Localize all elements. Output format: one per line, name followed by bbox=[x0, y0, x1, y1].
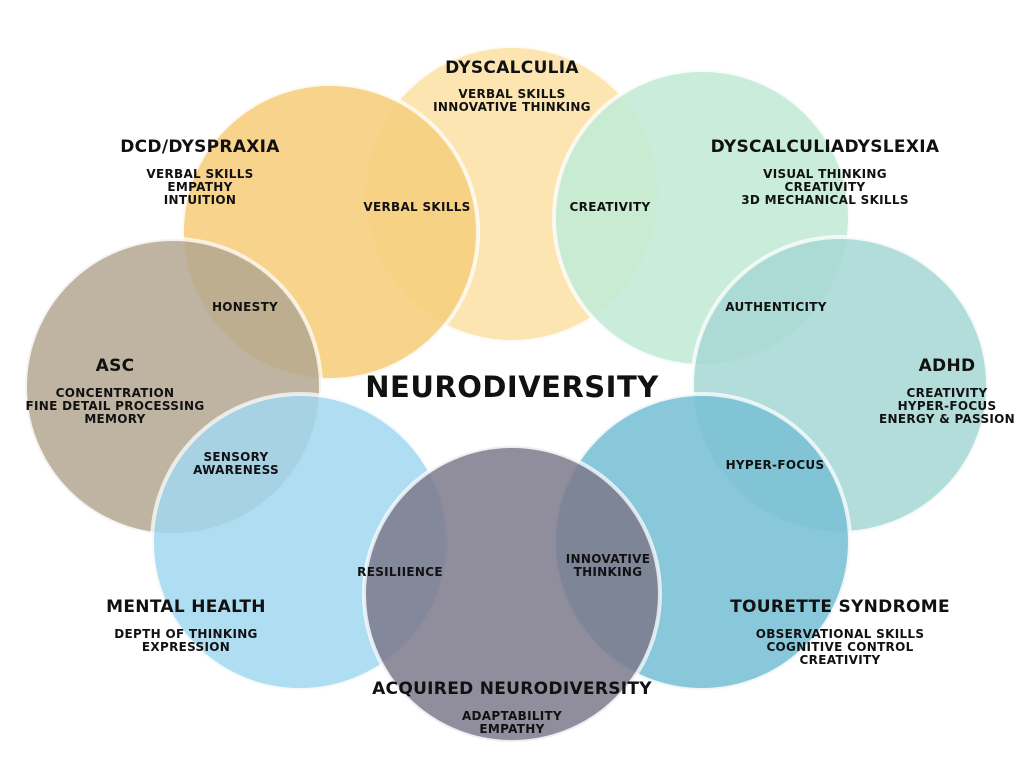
strength-item: EMPATHY bbox=[479, 722, 545, 736]
condition-name-dyslexia: DYSCALCULIADYSLEXIA bbox=[710, 137, 940, 157]
overlap-label-acquired-tourette: INNOVATIVE THINKING bbox=[565, 552, 651, 579]
overlap-label-dcd-dyscalculia: VERBAL SKILLS bbox=[363, 200, 471, 214]
condition-name-mental-health: MENTAL HEALTH bbox=[106, 597, 266, 617]
condition-name-tourette: TOURETTE SYNDROME bbox=[730, 597, 950, 617]
strength-item: MEMORY bbox=[84, 412, 146, 426]
strength-item: INTUITION bbox=[163, 193, 237, 207]
strength-item: OBSERVATIONAL SKILLS bbox=[755, 627, 925, 641]
circle-acquired bbox=[362, 444, 662, 744]
condition-strengths-mental-health: DEPTH OF THINKING EXPRESSION bbox=[114, 628, 257, 654]
overlap-label-mental-health-acquired: RESILIIENCE bbox=[357, 565, 443, 579]
condition-name-acquired: ACQUIRED NEURODIVERSITY bbox=[372, 679, 652, 699]
strength-item: CREATIVITY bbox=[784, 180, 866, 194]
condition-strengths-acquired: ADAPTABILITY EMPATHY bbox=[462, 710, 562, 736]
strength-item: CREATIVITY bbox=[906, 386, 988, 400]
strength-item: HYPER-FOCUS bbox=[897, 399, 997, 413]
condition-name-asc: ASC bbox=[95, 356, 135, 376]
strength-item: EMPATHY bbox=[167, 180, 233, 194]
condition-strengths-dyscalculia: VERBAL SKILLS INNOVATIVE THINKING bbox=[433, 88, 591, 114]
strength-item: CONCENTRATION bbox=[55, 386, 175, 400]
strength-item: COGNITIVE CONTROL bbox=[766, 640, 914, 654]
condition-name-dcd-dyspraxia: DCD/DYSPRAXIA bbox=[120, 137, 280, 157]
strength-item: VISUAL THINKING bbox=[763, 167, 887, 181]
condition-name-adhd: ADHD bbox=[918, 356, 976, 376]
strength-item: DEPTH OF THINKING bbox=[114, 627, 258, 641]
strength-item: ENERGY & PASSION bbox=[878, 412, 1016, 426]
overlap-label-adhd-tourette: HYPER-FOCUS bbox=[725, 458, 825, 472]
condition-name-dyscalculia: DYSCALCULIA bbox=[445, 58, 579, 78]
page-title: NEURODIVERSITY bbox=[365, 370, 659, 404]
overlap-label-asc-mental-health: SENSORY AWARENESS bbox=[193, 450, 279, 477]
overlap-label-dyslexia-adhd: AUTHENTICITY bbox=[725, 300, 827, 314]
overlap-label-dyscalculia-dyslexia: CREATIVITY bbox=[569, 200, 651, 214]
condition-strengths-dyslexia: VISUAL THINKING CREATIVITY 3D MECHANICAL… bbox=[741, 168, 909, 207]
strength-item: CREATIVITY bbox=[799, 653, 881, 667]
strength-item: FINE DETAIL PROCESSING bbox=[25, 399, 205, 413]
strength-item: ADAPTABILITY bbox=[461, 709, 563, 723]
strength-item: EXPRESSION bbox=[141, 640, 231, 654]
condition-strengths-asc: CONCENTRATION FINE DETAIL PROCESSING MEM… bbox=[25, 387, 204, 426]
condition-strengths-adhd: CREATIVITY HYPER-FOCUS ENERGY & PASSION bbox=[879, 387, 1015, 426]
strength-item: VERBAL SKILLS bbox=[146, 167, 254, 181]
strength-item: VERBAL SKILLS bbox=[458, 87, 566, 101]
strength-item: INNOVATIVE THINKING bbox=[433, 100, 591, 114]
strength-item: 3D MECHANICAL SKILLS bbox=[741, 193, 909, 207]
condition-strengths-dcd-dyspraxia: VERBAL SKILLS EMPATHY INTUITION bbox=[146, 168, 253, 207]
condition-strengths-tourette: OBSERVATIONAL SKILLS COGNITIVE CONTROL C… bbox=[756, 628, 925, 667]
overlap-label-dcd-asc: HONESTY bbox=[211, 300, 279, 314]
